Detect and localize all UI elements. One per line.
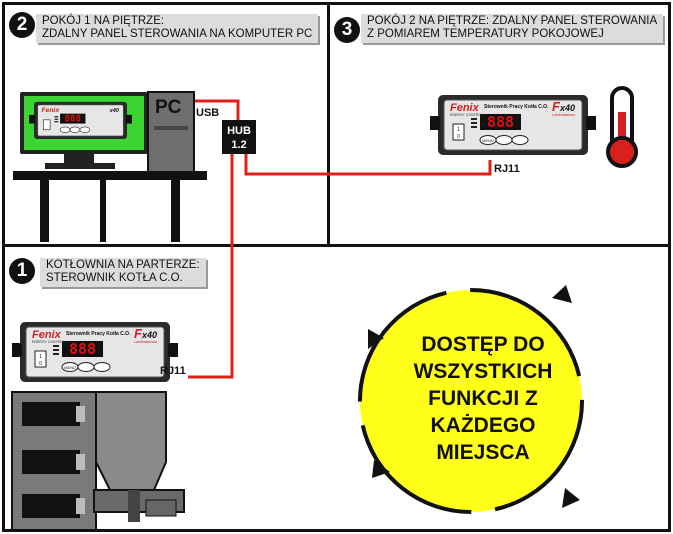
rj11-top-label: RJ11 [494, 163, 520, 175]
boiler-caption-line2: STEROWNIK KOTŁA C.O. [46, 272, 183, 284]
room2-model-sub: Lambdasensor [552, 113, 576, 117]
monitor-brand: Fenix [41, 107, 60, 114]
boiler-brand-sub: ENERGY CONTROL [32, 340, 65, 344]
boiler-brand: Fenix [32, 329, 62, 341]
fuel-hopper [95, 391, 177, 522]
thermometer-icon [606, 86, 638, 168]
room1-number-badge: 2 [9, 12, 35, 38]
slogan-line2: WSZYSTKICH [413, 360, 553, 383]
room2-display: 888 [487, 113, 514, 131]
rj11-bottom-label: RJ11 [160, 365, 186, 377]
boiler-caption-line1: KOTŁOWNIA NA PARTERZE: [46, 259, 200, 271]
hub-label-line1: HUB [227, 125, 251, 137]
access-circle [358, 285, 584, 514]
room2-caption-line1: POKÓJ 2 NA PIĘTRZE: ZDALNY PANEL STEROWA… [367, 15, 658, 27]
room2-menu-label: MENU [482, 138, 494, 143]
boiler-number-badge: 1 [9, 258, 35, 284]
room2-model: x40 [559, 103, 575, 113]
slogan: DOSTĘP DO WSZYSTKICH FUNKCJI Z KAŻDEGO M… [383, 331, 583, 466]
room2-caption-line2: Z POMIAREM TEMPERATURY POKOJOWEJ [367, 28, 604, 40]
slogan-line4: KAŻDEGO [430, 414, 536, 437]
slogan-line3: FUNKCJI Z [428, 387, 538, 410]
cables [188, 99, 492, 379]
boiler-display: 888 [69, 340, 96, 358]
monitor-display: 888 [64, 114, 81, 125]
boiler-model-sub: Lambdasensor [134, 340, 158, 344]
hub-label-line2: 1.2 [231, 139, 246, 151]
boiler-switch-bottom: 0 [39, 361, 42, 367]
room2-caption: POKÓJ 2 NA PIĘTRZE: ZDALNY PANEL STEROWA… [361, 14, 664, 43]
room2-switch-bottom: 0 [457, 134, 460, 140]
room2-title: Sterownik Pracy Kotła C.O. [484, 104, 549, 110]
room2-model-prefix: F [552, 99, 561, 114]
room2-switch-top: 1 [457, 127, 460, 133]
room1-caption-line2: ZDALNY PANEL STEROWANIA NA KOMPUTER PC [42, 28, 313, 40]
room2-brand-sub: ENERGY CONTROL [450, 113, 483, 117]
pc-tower [147, 91, 195, 173]
boiler-model: x40 [141, 330, 157, 340]
boiler-title: Sterownik Pracy Kotła C.O. [66, 331, 131, 337]
room2-number-badge: 3 [334, 17, 360, 43]
boiler-menu-label: MENU [64, 365, 76, 370]
boiler-caption: KOTŁOWNIA NA PARTERZE: STEROWNIK KOTŁA C… [40, 258, 206, 287]
boiler [11, 391, 185, 531]
room2-brand: Fenix [450, 102, 480, 114]
monitor-model: x40 [109, 108, 120, 114]
slogan-line1: DOSTĘP DO [421, 333, 545, 356]
usb-label: USB [196, 107, 219, 119]
boiler-model-prefix: F [134, 326, 143, 341]
desk [13, 171, 207, 242]
room1-caption: POKÓJ 1 NA PIĘTRZE: ZDALNY PANEL STEROWA… [36, 14, 319, 43]
pc-label: PC [155, 97, 182, 118]
room1-caption-line1: POKÓJ 1 NA PIĘTRZE: [42, 15, 165, 27]
slogan-line5: MIEJSCA [436, 441, 530, 464]
boiler-switch-top: 1 [39, 354, 42, 360]
hub-box [222, 120, 256, 154]
